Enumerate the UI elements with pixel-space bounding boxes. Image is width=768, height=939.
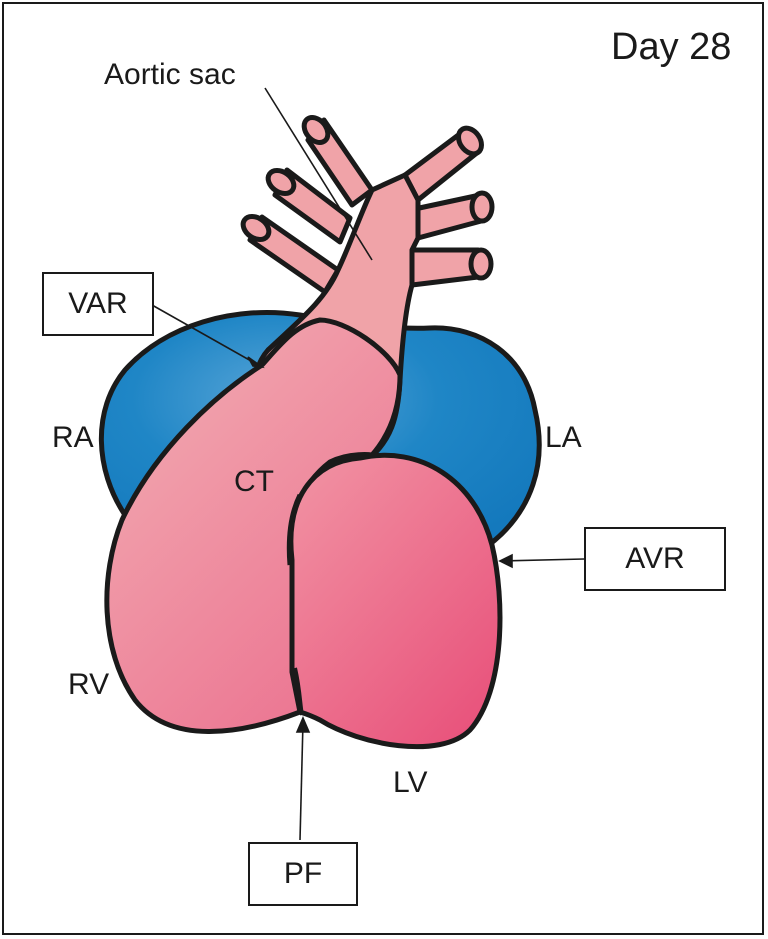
leader-lines xyxy=(151,87,585,841)
lv-label: LV xyxy=(393,766,428,799)
aortic-sac-label: Aortic sac xyxy=(104,58,236,91)
pf-box: PF xyxy=(248,842,358,906)
interventricular-groove xyxy=(293,667,304,716)
var-box: VAR xyxy=(42,272,154,336)
la-label: LA xyxy=(545,421,582,454)
ct-label: CT xyxy=(234,465,274,498)
left-ventricle xyxy=(288,452,503,750)
rv-label: RV xyxy=(68,668,110,701)
ra-label: RA xyxy=(52,421,94,454)
day-title: Day 28 xyxy=(611,26,732,68)
avr-box: AVR xyxy=(584,527,726,591)
